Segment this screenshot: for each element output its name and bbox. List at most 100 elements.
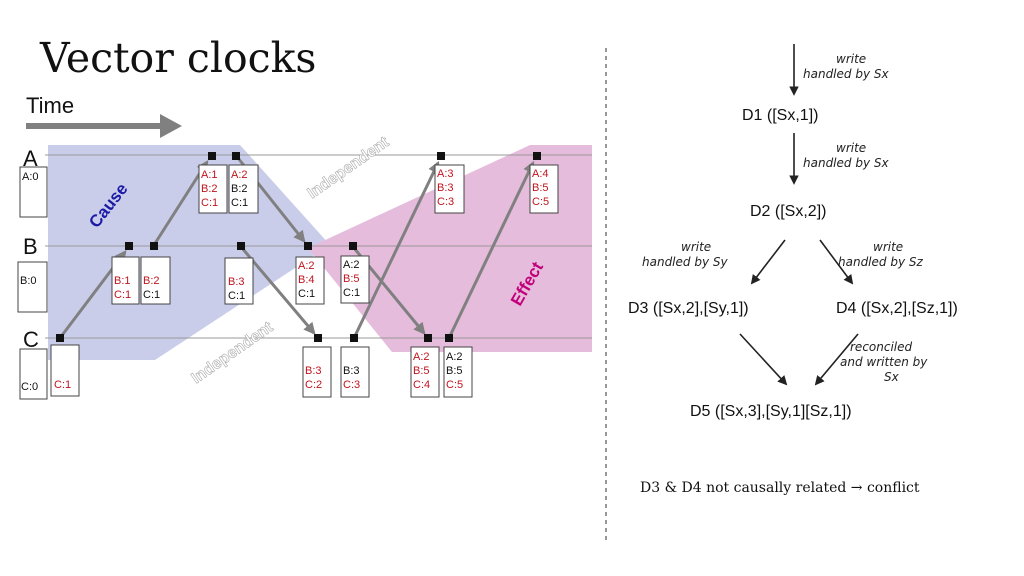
clock-entry: C:1 [54,379,71,391]
conflict-note: D3 & D4 not causally related → conflict [640,480,920,496]
flow-arrow-1-line2: handled by Sx [803,67,889,81]
flow-arrow-d3-d5 [739,333,788,386]
cause-region [48,145,330,360]
event-marker-b5 [349,242,357,250]
version-d1: D1 ([Sx,1]) [742,107,818,124]
initial-clock-c [19,348,48,400]
time-arrowhead [160,114,182,138]
clock-box-b2: B:2 C:1 [140,256,171,305]
clock-entry: A:2 [413,351,430,363]
clock-entry: B:3 [228,276,245,288]
event-marker-a3 [437,152,445,160]
flow-arrow-3-line2: handled by Sy [642,255,728,269]
flow-arrow-4 [819,239,854,285]
event-marker-c4 [424,334,432,342]
slide-title: Vector clocks [39,34,316,82]
clock-box-c1: C:1 [50,344,80,397]
event-marker-a1 [208,152,216,160]
clock-box-a4: A:4 B:5 C:5 [529,164,559,214]
clock-box-b5: A:2 B:5 C:1 [340,255,370,304]
clock-entry: C:5 [532,196,549,208]
clock-entry: A:1 [201,169,218,181]
event-marker-a4 [533,152,541,160]
flow-arrow-3-line1: write [681,240,711,254]
clock-entry: C:1 [114,289,131,301]
effect-region [308,145,592,352]
process-label-c: C [23,327,39,352]
clock-entry: A:4 [532,168,549,180]
clock-entry: C:1 [228,290,245,302]
message-b3-c2 [240,247,316,335]
event-marker-b4 [304,242,312,250]
version-d5: D5 ([Sx,3],[Sy,1][Sz,1]) [690,403,852,420]
clock-entry: B:3 [437,182,454,194]
clock-entry: A:2 [298,260,315,272]
clock-entry: B:1 [114,275,131,287]
clock-box-c2: B:3 C:2 [302,346,332,398]
clock-box-c4: A:2 B:5 C:4 [410,346,440,398]
message-b2-a1 [152,159,209,246]
flow-arrow-d4-d5 [814,333,859,386]
message-c3-a3 [352,160,440,339]
clock-entry: B:3 [343,365,360,377]
flow-arrow-5-line1: reconciled [850,340,913,354]
flow-arrow-4-line1: write [873,240,903,254]
clock-entry: C:1 [298,288,315,300]
event-marker-c5 [445,334,453,342]
initial-clock-c-label: C:0 [21,381,38,393]
clock-entry: A:3 [437,168,454,180]
clock-box-c5: A:2 B:5 C:5 [443,346,473,398]
clock-entry: C:1 [231,197,248,209]
time-label: Time [26,93,74,118]
initial-clock-a-label: A:0 [22,171,39,183]
event-marker-c2 [314,334,322,342]
event-marker-c1 [56,334,64,342]
clock-entry: C:5 [446,379,463,391]
clock-box-c3: B:3 C:3 [340,346,370,398]
flow-arrow-1-line1: write [836,52,866,66]
clock-entry: C:1 [343,287,360,299]
event-marker-c3 [350,334,358,342]
clock-entry: C:3 [437,196,454,208]
clock-entry: B:5 [446,365,463,377]
clock-box-a3: A:3 B:3 C:3 [434,164,465,214]
clock-entry: B:2 [143,275,160,287]
clock-entry: A:2 [343,259,360,271]
flow-arrow-3 [750,239,786,285]
flow-arrow-4-line2: handled by Sz [838,255,923,269]
process-label-a: A [23,146,38,171]
clock-entry: C:4 [413,379,430,391]
flow-arrow-2-line1: write [836,141,866,155]
clock-entry: B:5 [532,182,549,194]
flow-arrow-2-line2: handled by Sx [803,156,889,170]
clock-entry: A:2 [231,169,248,181]
version-flow: write handled by Sx D1 ([Sx,1]) write ha… [628,44,958,420]
version-d4: D4 ([Sx,2],[Sz,1]) [836,300,958,317]
event-marker-b3 [237,242,245,250]
clock-entry: A:2 [446,351,463,363]
initial-clock-b-label: B:0 [20,275,37,287]
message-c5-a4 [447,160,535,339]
clock-entry: C:1 [143,289,160,301]
clock-entry: B:2 [231,183,248,195]
clock-entry: C:2 [305,379,322,391]
version-d3: D3 ([Sx,2],[Sy,1]) [628,300,749,317]
clock-entry: C:3 [343,379,360,391]
initial-clock-b [17,261,48,313]
event-markers [56,152,541,342]
process-label-b: B [23,234,38,259]
clock-entry: B:5 [413,365,430,377]
clock-box-a1: A:1 B:2 C:1 [198,164,228,214]
event-marker-b2 [150,242,158,250]
clock-entry: B:2 [201,183,218,195]
initial-clock-a [19,166,48,218]
clock-entry: B:4 [298,274,315,286]
flow-arrow-5-line2: and written by [840,355,928,369]
clock-box-a2: A:2 B:2 C:1 [228,164,259,214]
event-marker-b1 [125,242,133,250]
clock-entry: B:3 [305,365,322,377]
independent-label-top: Independent [305,133,393,202]
clock-entry: B:5 [343,273,360,285]
flow-arrow-5-line3: Sx [884,370,900,384]
